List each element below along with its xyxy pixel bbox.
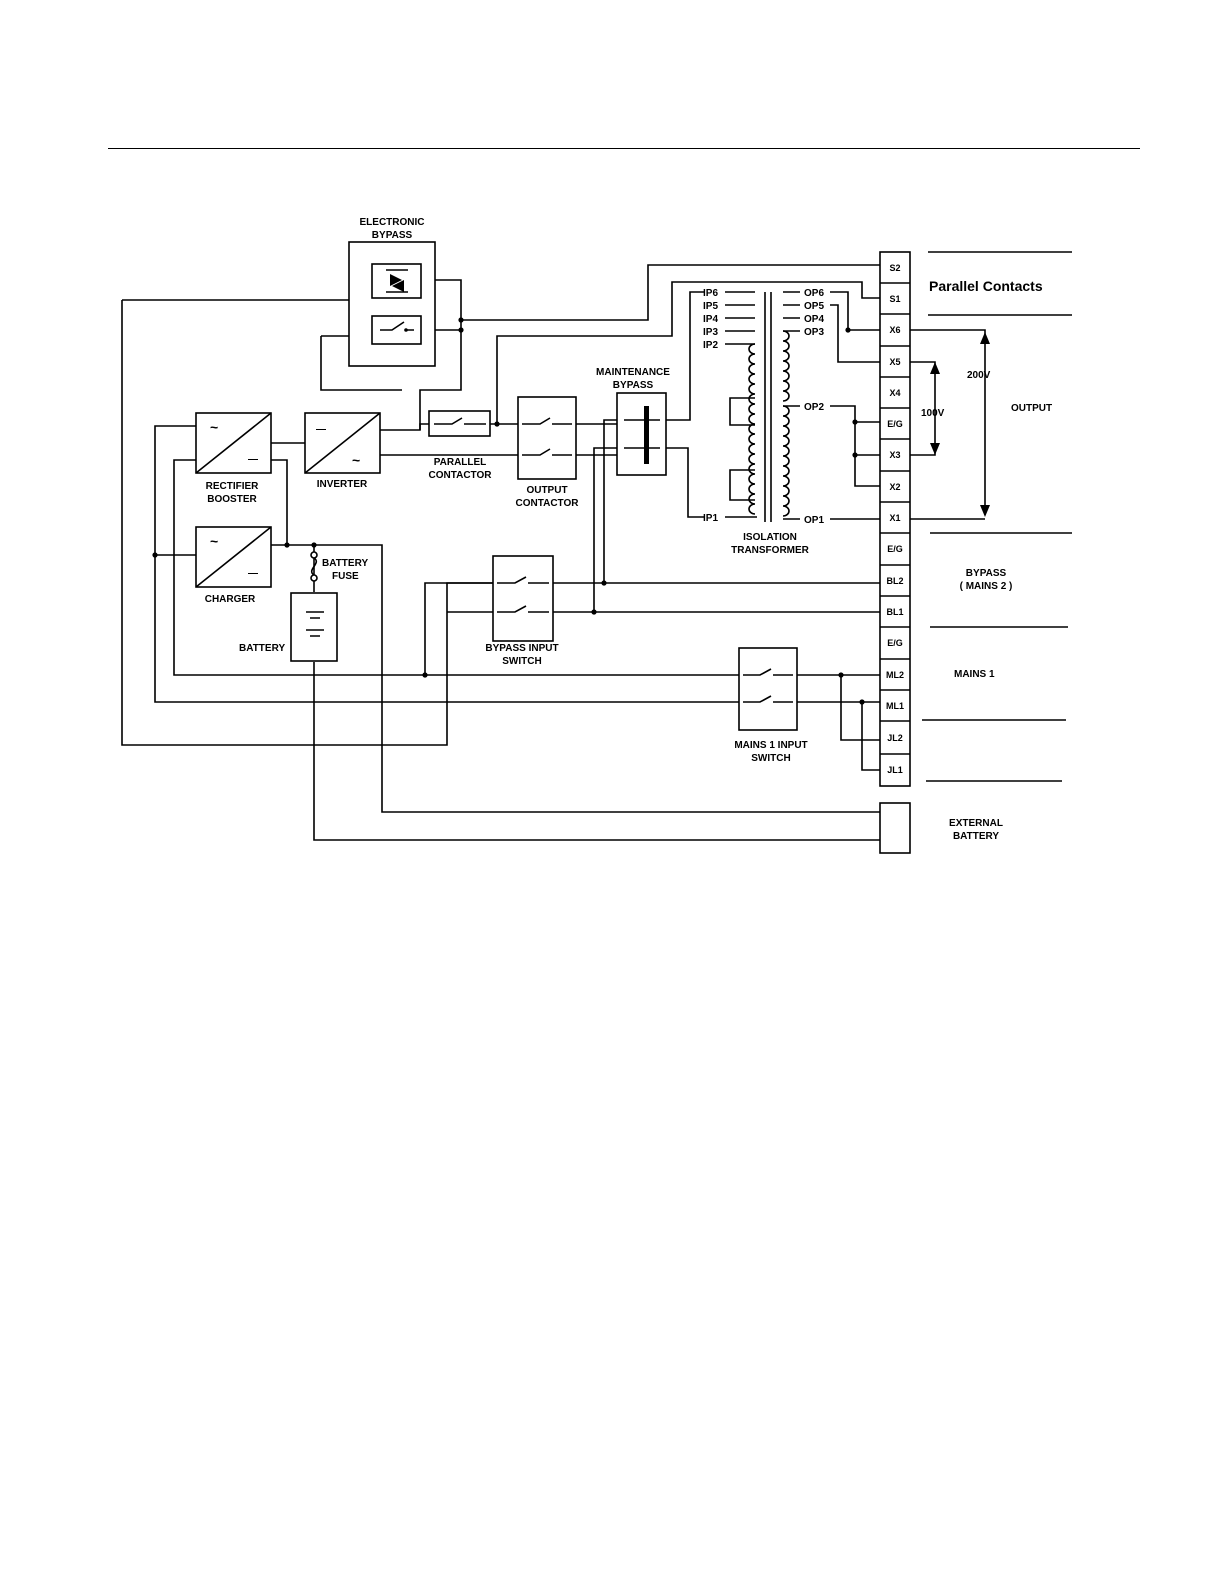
maintenance-bypass-label-2: BYPASS (613, 380, 654, 391)
primary-tap-ip5: IP5 (703, 301, 718, 312)
terminal-eg-3: E/G (887, 638, 903, 648)
output-contactor-label-2: CONTACTOR (516, 498, 580, 509)
inverter-ac-symbol: ~ (352, 452, 360, 468)
isolation-transformer-label-2: TRANSFORMER (731, 545, 810, 556)
terminal-x6: X6 (889, 325, 900, 335)
secondary-tap-op4: OP4 (804, 314, 824, 325)
primary-tap-ip6: IP6 (703, 288, 718, 299)
charger-dc-symbol: — (248, 568, 258, 579)
wiring (121, 251, 1072, 841)
parallel-contactor-label-2: CONTACTOR (429, 470, 493, 481)
electronic-bypass-label-2: BYPASS (372, 230, 413, 241)
rectifier-label-1: RECTIFIER (206, 481, 260, 492)
inverter-dc-symbol: — (316, 424, 326, 435)
group-labels: Parallel Contacts OUTPUT BYPASS ( MAINS … (929, 278, 1052, 842)
battery-fuse-label-2: FUSE (332, 571, 359, 582)
terminal-x1: X1 (889, 513, 900, 523)
secondary-tap-op2: OP2 (804, 402, 824, 413)
header-rule (108, 148, 1140, 149)
parallel-contactor: PARALLEL CONTACTOR (428, 410, 493, 481)
battery-fuse: BATTERY FUSE (310, 551, 368, 582)
terminal-strip: S2 S1 X6 X5 X4 E/G X3 X2 X1 E/G BL2 BL1 … (879, 251, 911, 854)
primary-tap-ip3: IP3 (703, 327, 718, 338)
mains1-input-switch-label-2: SWITCH (751, 753, 790, 764)
bypass-group-label-1: BYPASS (966, 568, 1007, 579)
terminal-x5: X5 (889, 357, 900, 367)
charger-ac-symbol: ~ (210, 533, 218, 549)
bypass-input-switch: BYPASS INPUT SWITCH (485, 555, 559, 667)
terminal-bl1: BL1 (886, 607, 903, 617)
parallel-contactor-label-1: PARALLEL (434, 457, 487, 468)
isolation-transformer-label-1: ISOLATION (743, 532, 797, 543)
secondary-tap-op6: OP6 (804, 288, 824, 299)
charger-label: CHARGER (205, 594, 256, 605)
rectifier-dc-symbol: — (248, 454, 258, 465)
external-battery-terminal (879, 802, 911, 854)
bypass-input-switch-label-2: SWITCH (502, 656, 541, 667)
terminal-jl2: JL2 (887, 733, 903, 743)
primary-tap-ip2: IP2 (703, 340, 718, 351)
bypass-input-switch-label-1: BYPASS INPUT (485, 643, 558, 654)
output-contactor-label-1: OUTPUT (526, 485, 567, 496)
primary-tap-ip1: IP1 (703, 513, 718, 524)
terminal-x3: X3 (889, 450, 900, 460)
battery-fuse-label-1: BATTERY (322, 558, 368, 569)
battery: BATTERY (239, 592, 338, 662)
terminal-x2: X2 (889, 482, 900, 492)
secondary-tap-op3: OP3 (804, 327, 824, 338)
terminal-jl1: JL1 (887, 765, 903, 775)
secondary-tap-op1: OP1 (804, 515, 824, 526)
terminal-s2: S2 (889, 263, 900, 273)
inverter-label: INVERTER (317, 479, 368, 490)
terminal-bl2: BL2 (886, 576, 903, 586)
terminal-x4: X4 (889, 388, 900, 398)
electronic-bypass-label-1: ELECTRONIC (360, 217, 425, 228)
isolation-transformer: IP6 IP5 IP4 IP3 IP2 IP1 OP6 OP5 OP4 OP3 … (703, 288, 824, 556)
voltage-200v: 200V (967, 370, 991, 381)
voltage-100v: 100V (921, 408, 945, 419)
rectifier-booster: ~ — RECTIFIER BOOSTER (195, 412, 272, 505)
mains1-input-switch: MAINS 1 INPUT SWITCH (734, 647, 808, 764)
external-battery-label-2: BATTERY (953, 831, 999, 842)
terminal-eg-2: E/G (887, 544, 903, 554)
terminal-ml1: ML1 (886, 701, 904, 711)
output-group-label: OUTPUT (1011, 403, 1052, 414)
inverter: — ~ INVERTER (304, 412, 381, 490)
external-battery-label-1: EXTERNAL (949, 818, 1003, 829)
output-contactor: OUTPUT CONTACTOR (516, 396, 580, 509)
voltage-arrows: 200V 100V (921, 332, 991, 517)
secondary-tap-op5: OP5 (804, 301, 824, 312)
rectifier-ac-symbol: ~ (210, 419, 218, 435)
maintenance-bypass-label-1: MAINTENANCE (596, 367, 670, 378)
terminal-eg-1: E/G (887, 419, 903, 429)
terminal-s1: S1 (889, 294, 900, 304)
battery-label: BATTERY (239, 643, 285, 654)
parallel-contacts-label: Parallel Contacts (929, 278, 1043, 294)
rectifier-label-2: BOOSTER (207, 494, 257, 505)
mains1-input-switch-label-1: MAINS 1 INPUT (734, 740, 807, 751)
charger: ~ — CHARGER (195, 526, 272, 605)
primary-tap-ip4: IP4 (703, 314, 718, 325)
mains1-group-label: MAINS 1 (954, 669, 995, 680)
maintenance-bypass: MAINTENANCE BYPASS (596, 367, 670, 476)
bypass-group-label-2: ( MAINS 2 ) (960, 581, 1013, 592)
electronic-bypass: ELECTRONIC BYPASS (348, 217, 436, 367)
terminal-ml2: ML2 (886, 670, 904, 680)
